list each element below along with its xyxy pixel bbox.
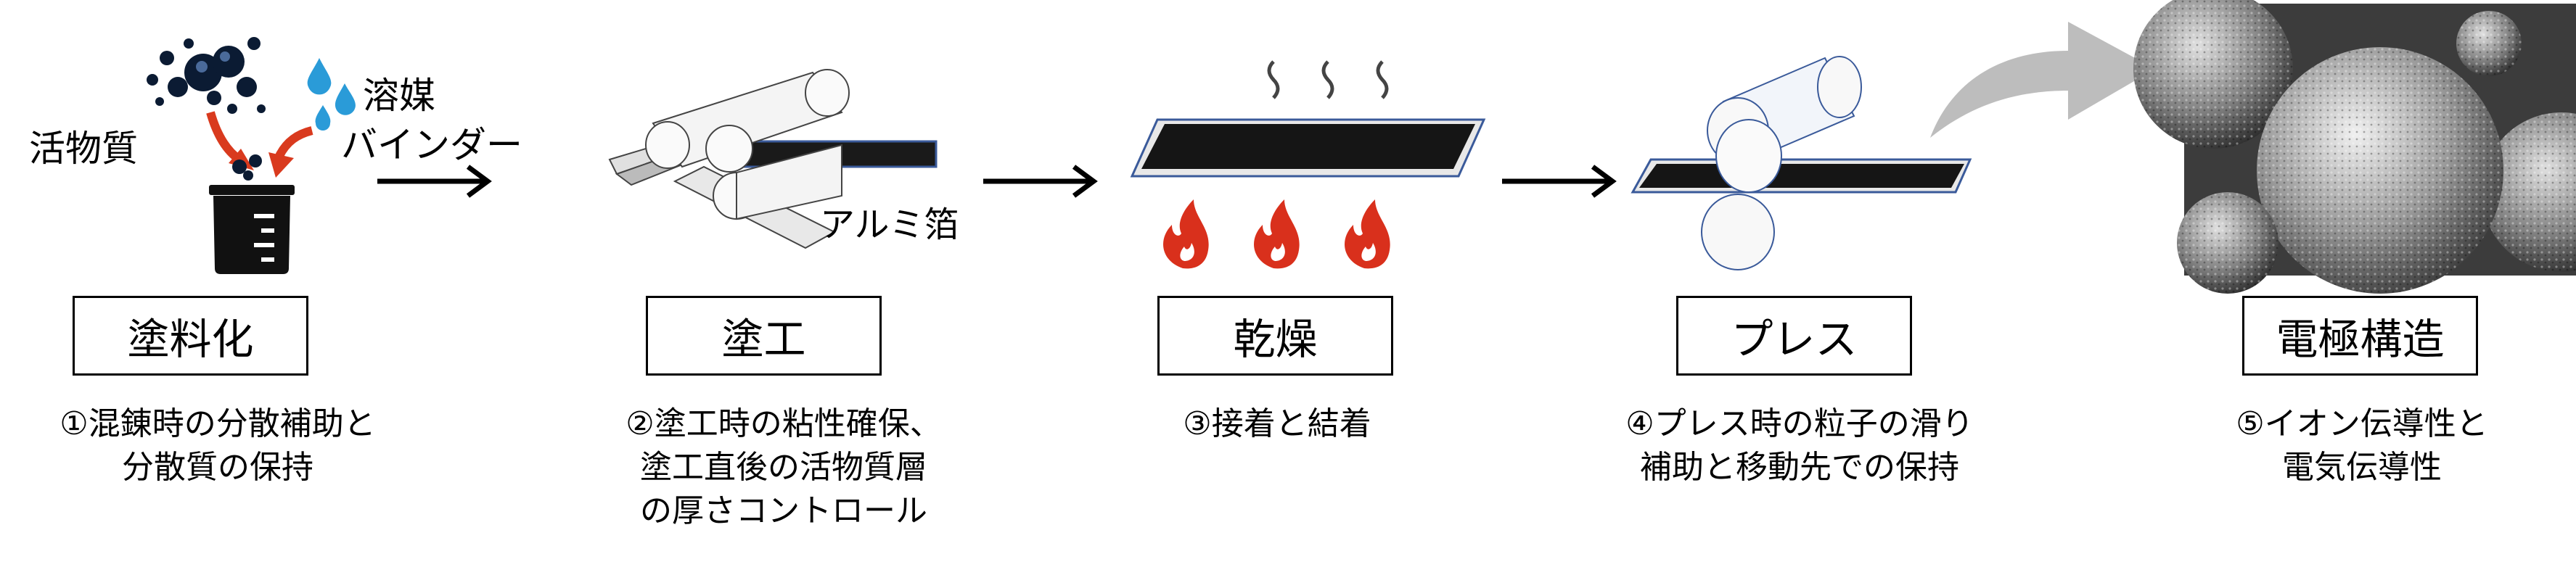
solvent-label: 溶媒 [363, 75, 435, 117]
beaker-icon [209, 154, 295, 274]
flow-arrow-3 [1502, 165, 1617, 198]
desc-line: の厚さコントロール [640, 492, 927, 529]
step-description-electrode: ⑤イオン伝導性と 電気伝導性 [2177, 402, 2547, 489]
active-material-label: 活物質 [29, 128, 138, 170]
desc-line: ③接着と結着 [1183, 405, 1371, 442]
desc-line: ①混錬時の分散補助と [60, 405, 376, 442]
step-description-coating: ②塗工時の粘性確保、 塗工直後の活物質層 の厚さコントロール [581, 402, 987, 533]
step-name: 乾燥 [1233, 315, 1318, 364]
desc-line: ⑤イオン伝導性と [2236, 405, 2488, 442]
electrode-sem-image [2133, 0, 2576, 294]
solvent-drops-icon [307, 58, 356, 131]
flames-icon [1163, 199, 1390, 269]
flow-arrow-2 [983, 165, 1098, 198]
step-box-press: プレス [1676, 296, 1912, 376]
desc-line: 塗工直後の活物質層 [640, 449, 927, 486]
step-description-drying: ③接着と結着 [1096, 402, 1459, 446]
desc-line: ④プレス時の粒子の滑り [1625, 405, 1974, 442]
gray-curved-arrow-icon [1930, 22, 2155, 138]
step-box-slurry: 塗料化 [73, 296, 308, 376]
desc-line: ②塗工時の粘性確保、 [625, 405, 942, 442]
step-description-press: ④プレス時の粒子の滑り 補助と移動先での保持 [1582, 402, 2017, 489]
step-box-electrode: 電極構造 [2242, 296, 2478, 376]
step-name: 塗料化 [127, 315, 254, 364]
step-box-coating: 塗工 [646, 296, 882, 376]
flow-arrow-1 [377, 165, 492, 198]
desc-line: 補助と移動先での保持 [1640, 449, 1959, 486]
heat-waves-icon [1267, 60, 1389, 99]
step-name: プレス [1731, 315, 1858, 364]
binder-label: バインダー [341, 124, 522, 166]
step-name: 塗工 [721, 315, 806, 364]
step-box-drying: 乾燥 [1157, 296, 1393, 376]
dried-sheet-icon [1130, 118, 1486, 178]
desc-line: 分散質の保持 [122, 449, 313, 486]
step-name: 電極構造 [2276, 315, 2445, 364]
step-description-slurry: ①混錬時の分散補助と 分散質の保持 [15, 402, 421, 489]
particles-icon [147, 37, 266, 114]
press-rollers-icon [1630, 56, 1972, 270]
aluminum-foil-label: アルミ箔 [820, 204, 959, 245]
desc-line: 電気伝導性 [2282, 449, 2442, 486]
coater-rollers-icon [608, 69, 938, 249]
